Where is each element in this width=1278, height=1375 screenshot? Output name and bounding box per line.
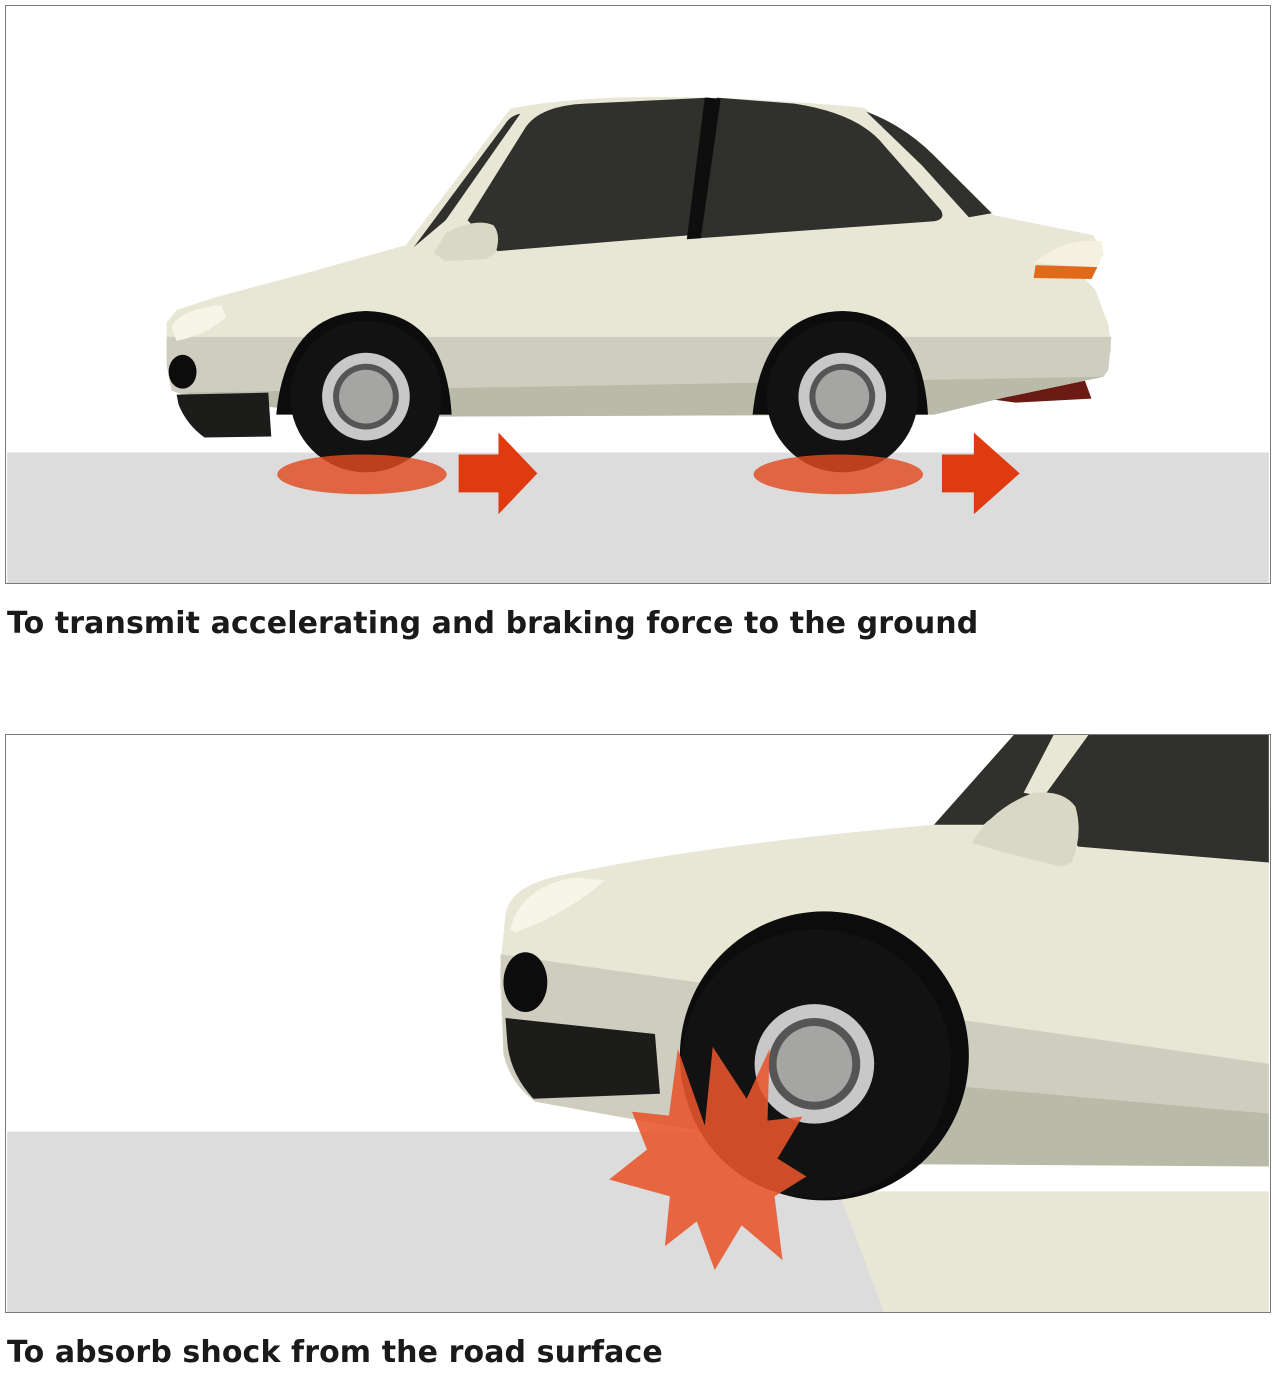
caption-acceleration-braking: To transmit accelerating and braking for… <box>7 606 979 641</box>
front-bumper <box>505 1018 660 1099</box>
front-bumper <box>176 392 272 438</box>
fog-lamp <box>168 354 197 389</box>
tail-light <box>1033 240 1103 268</box>
caption-shock-absorption: To absorb shock from the road surface <box>7 1335 663 1370</box>
front-door-window <box>467 97 710 252</box>
a-pillar <box>1023 735 1089 797</box>
impact-burst-icon <box>609 1046 807 1271</box>
headlight <box>171 304 227 341</box>
c-pillar-window <box>866 111 992 218</box>
side-mirror <box>433 222 499 262</box>
rear-door-window <box>698 97 943 239</box>
front-wheel-icon <box>276 310 452 473</box>
turn-signal <box>1033 265 1098 280</box>
fog-lamp <box>503 952 548 1013</box>
rear-wheel-icon <box>752 310 928 473</box>
headlight <box>510 877 606 933</box>
car-side-illustration <box>7 96 1269 583</box>
contact-patch-rear-icon <box>753 454 924 495</box>
panel-shock-absorption <box>5 734 1271 1313</box>
contact-patch-front-icon <box>277 454 447 495</box>
windshield <box>933 735 1269 863</box>
panel-acceleration-braking <box>5 5 1271 584</box>
rear-quarter-window <box>413 113 521 248</box>
door-pillar <box>686 97 721 240</box>
road-surface <box>7 452 1269 583</box>
car-front-illustration <box>7 735 1269 1312</box>
force-arrow-front-icon <box>458 432 538 515</box>
force-arrow-rear-icon <box>941 432 1020 515</box>
side-mirror <box>971 792 1079 867</box>
